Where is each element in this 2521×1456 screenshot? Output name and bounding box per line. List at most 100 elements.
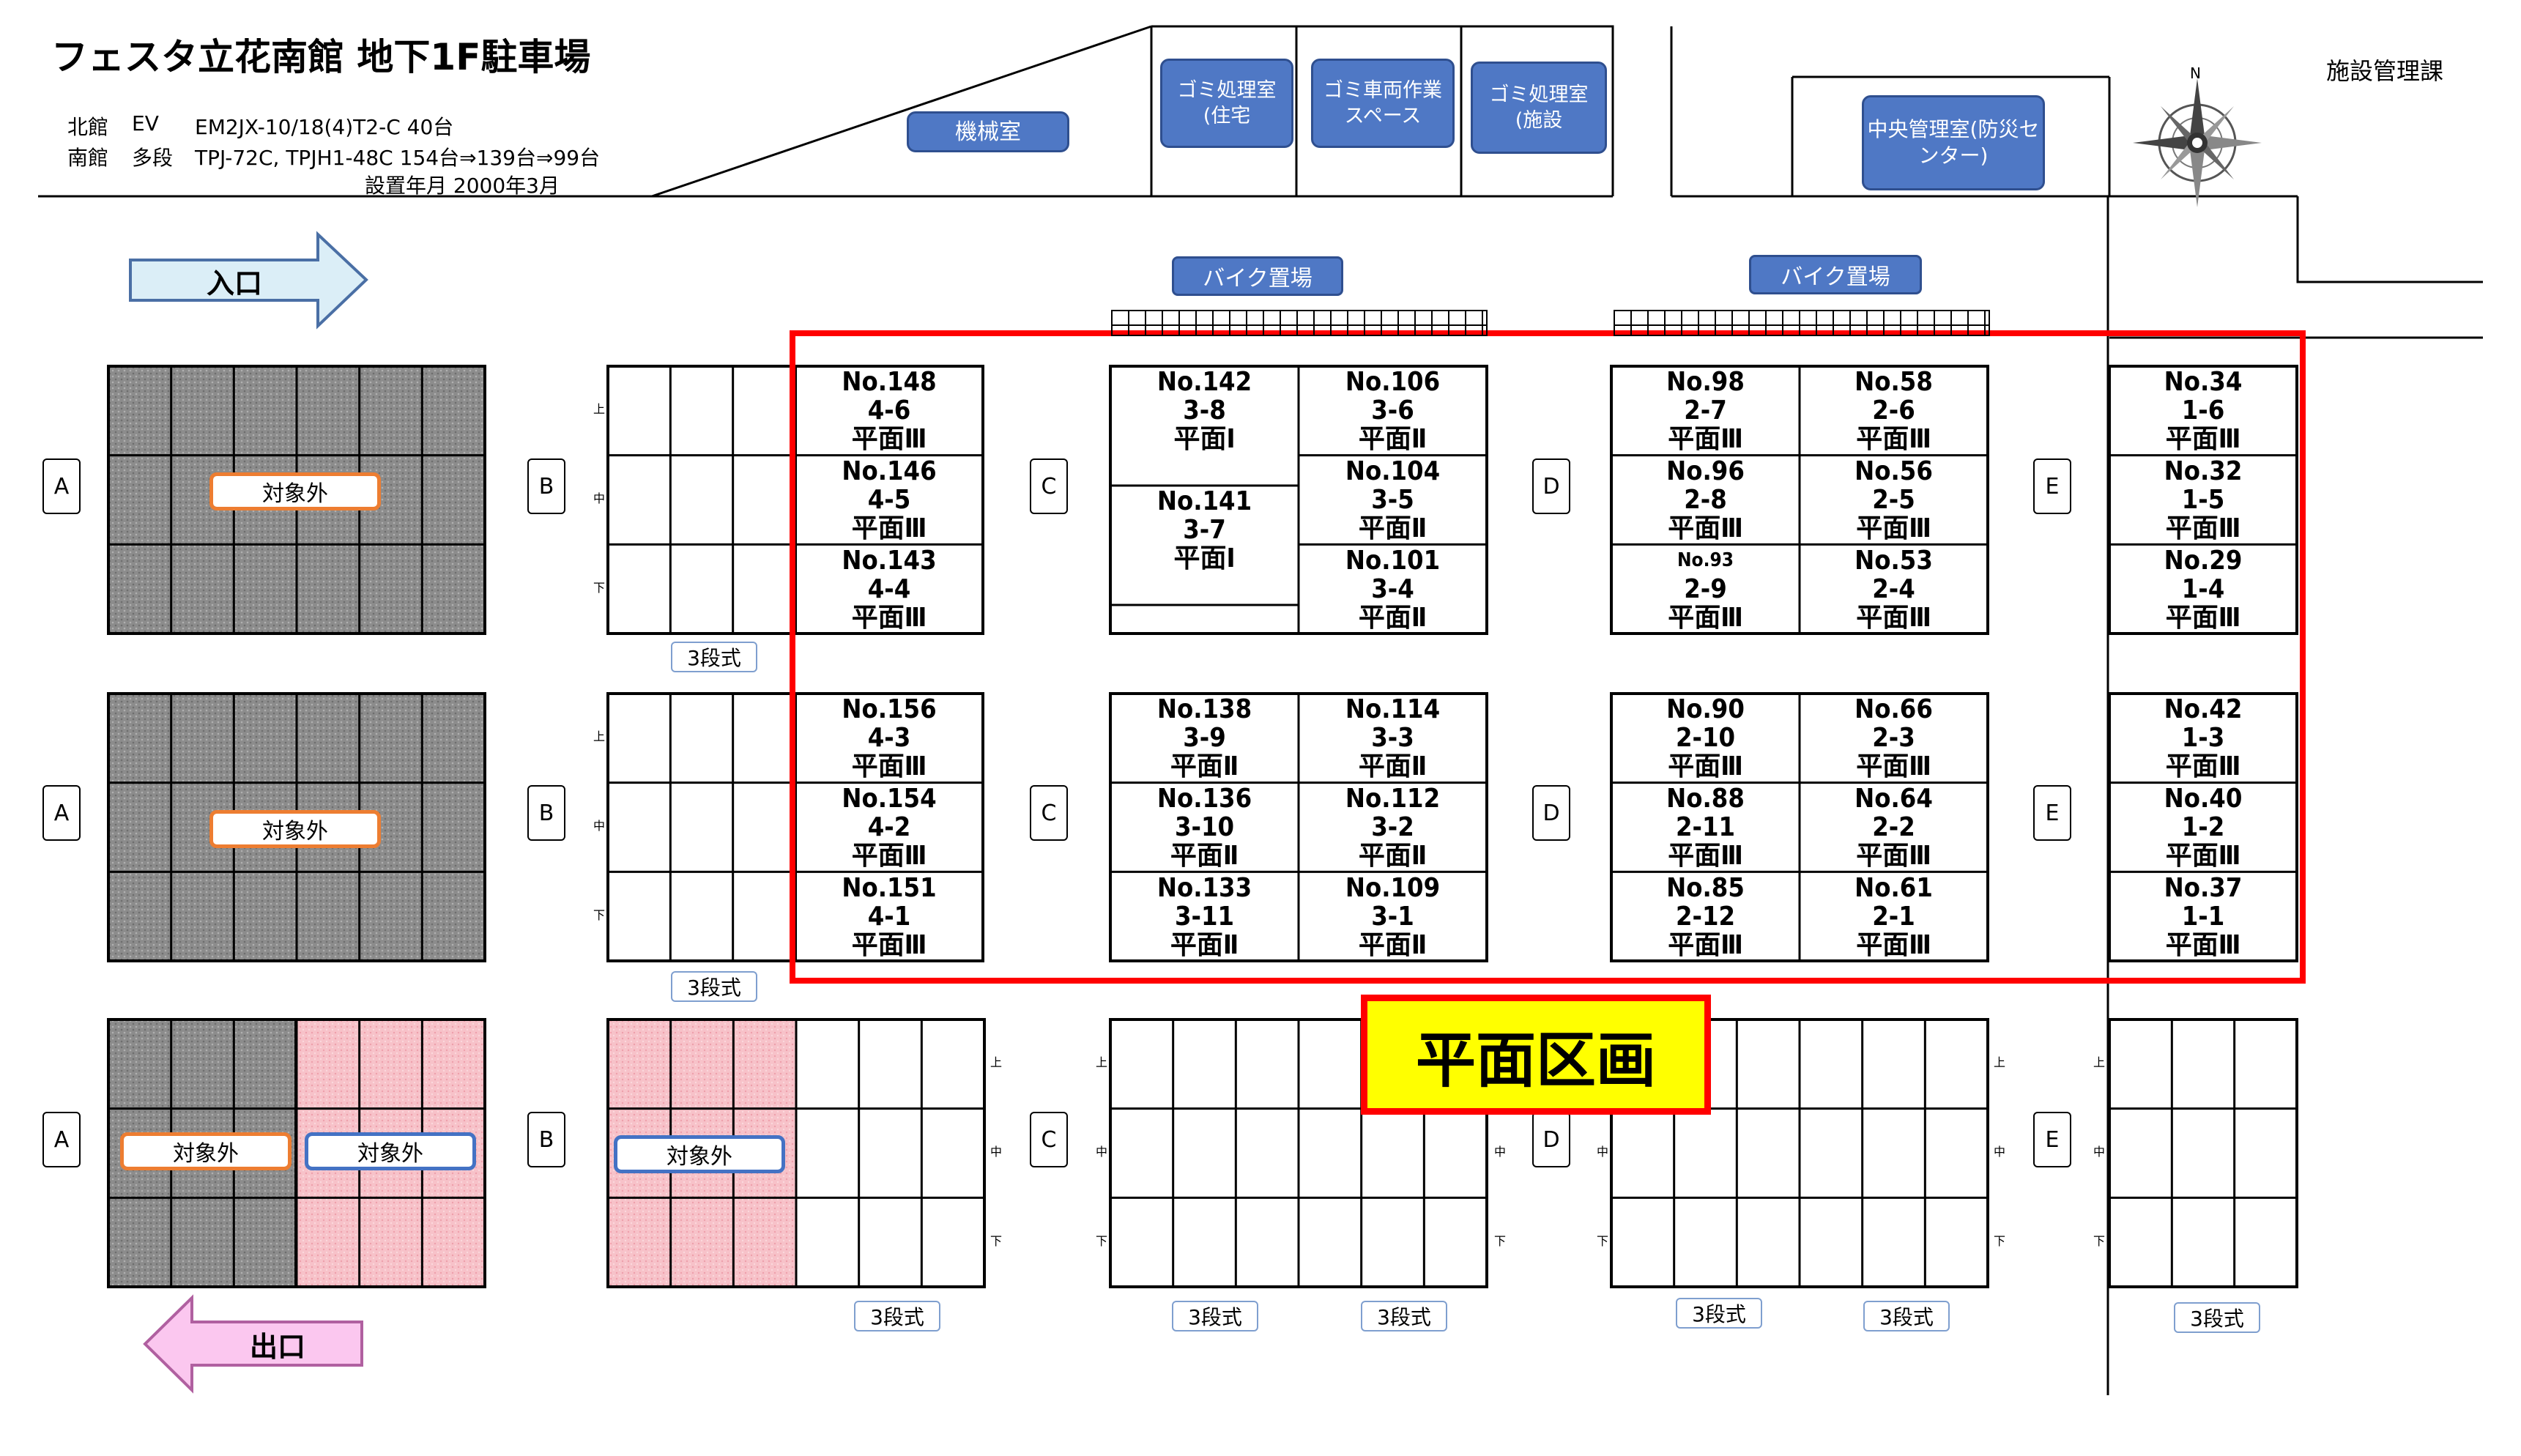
three-tier-tag: 3段式 <box>1676 1298 1762 1329</box>
slot-code: 3-8 <box>1183 395 1226 426</box>
slot-number: No.56 <box>1854 456 1933 486</box>
slot-code: 4-6 <box>867 395 911 426</box>
slot-type: 平面Ⅰ <box>1173 543 1236 573</box>
slot-code: 2-3 <box>1872 723 1915 753</box>
level-marker: 中 <box>990 1145 1003 1159</box>
slot-code: 2-9 <box>1684 574 1727 604</box>
slot-type: 平面Ⅱ <box>1170 930 1239 960</box>
slot-type: 平面Ⅲ <box>2165 841 2241 871</box>
row-label-b: B <box>527 785 565 841</box>
slot-code: 3-1 <box>1371 902 1414 932</box>
slot-number: No.90 <box>1666 694 1745 724</box>
slot-code: 2-2 <box>1872 812 1915 842</box>
south-building-detail: TPJ-72C, TPJH1-48C 154台⇒139台⇒99台 <box>195 146 601 170</box>
slot-type: 平面Ⅲ <box>1856 930 1931 960</box>
exit-label: 出口 <box>249 1330 305 1363</box>
slot-type: 平面Ⅲ <box>851 751 927 781</box>
slot-code: 3-9 <box>1183 723 1226 753</box>
slot-code: 1-6 <box>2181 395 2225 426</box>
slot-number: No.29 <box>2164 546 2243 576</box>
slot-type: 平面Ⅲ <box>2165 424 2241 454</box>
slot-code: 4-3 <box>867 723 911 753</box>
slot-number: No.114 <box>1345 694 1441 724</box>
row-label-e: E <box>2033 1112 2071 1167</box>
slot-code: 3-11 <box>1174 902 1235 932</box>
slot-code: 3-5 <box>1371 485 1414 515</box>
slot-code: 2-11 <box>1675 812 1736 842</box>
slot-number: No.141 <box>1156 486 1252 516</box>
level-marker: 下 <box>593 581 606 595</box>
level-marker: 上 <box>1096 1055 1108 1069</box>
slot-type: 平面Ⅱ <box>1358 930 1427 960</box>
level-marker: 上 <box>2093 1055 2106 1069</box>
slot-code: 1-5 <box>2181 485 2225 515</box>
level-marker: 下 <box>2093 1234 2106 1248</box>
slot-number: No.37 <box>2164 873 2243 903</box>
row-label-a: A <box>42 1112 81 1167</box>
row-label-c: C <box>1030 785 1068 841</box>
slot-number: No.58 <box>1854 367 1933 397</box>
slot-number: No.156 <box>842 694 937 724</box>
slot-number: No.34 <box>2164 367 2243 397</box>
slot-code: 1-4 <box>2181 574 2225 604</box>
slot-type: 平面Ⅲ <box>1856 841 1931 871</box>
slot-code: 4-4 <box>867 574 911 604</box>
slot-type: 平面Ⅲ <box>1856 513 1931 543</box>
slot-code: 2-5 <box>1872 485 1915 515</box>
slot-code: 3-4 <box>1371 574 1414 604</box>
slot-number: No.138 <box>1156 694 1252 724</box>
slot-code: 3-7 <box>1183 515 1226 545</box>
garbage-room-facility: ゴミ処理室(施設 <box>1471 62 1607 154</box>
slot-type: 平面Ⅲ <box>1668 841 1743 871</box>
slot-type: 平面Ⅱ <box>1358 513 1427 543</box>
level-marker: 下 <box>990 1234 1003 1248</box>
central-control-room: 中央管理室(防災センター) <box>1862 95 2045 190</box>
compass-n-label: N <box>2190 64 2201 82</box>
slot-type: 平面Ⅲ <box>851 603 927 633</box>
out-of-scope-tag: 対象外 <box>209 810 381 848</box>
slot-number: No.61 <box>1854 873 1933 903</box>
slot-type: 平面Ⅲ <box>1668 513 1743 543</box>
level-marker: 中 <box>593 819 606 833</box>
slot-number: No.154 <box>842 784 937 814</box>
slot-number: No.136 <box>1156 784 1252 814</box>
slot-number: No.142 <box>1156 367 1252 397</box>
level-marker: 上 <box>593 402 606 416</box>
level-marker: 中 <box>1597 1145 1609 1159</box>
slot-type: 平面Ⅲ <box>2165 751 2241 781</box>
three-tier-tag: 3段式 <box>671 971 757 1002</box>
three-tier-tag: 3段式 <box>2174 1302 2260 1333</box>
slot-type: 平面Ⅱ <box>1358 603 1427 633</box>
level-marker: 下 <box>1597 1234 1609 1248</box>
level-marker: 中 <box>1994 1145 2006 1159</box>
slot-type: 平面Ⅲ <box>2165 930 2241 960</box>
slot-code: 4-2 <box>867 812 911 842</box>
south-building-type: 多段 <box>132 146 174 170</box>
slot-type: 平面Ⅲ <box>1668 424 1743 454</box>
slot-type: 平面Ⅲ <box>851 930 927 960</box>
row-label-a: A <box>42 785 81 841</box>
row-label-d: D <box>1532 458 1570 514</box>
north-building-detail: EM2JX-10/18(4)T2-C 40台 <box>195 115 454 139</box>
slot-number: No.146 <box>842 456 937 486</box>
level-marker: 上 <box>990 1055 1003 1069</box>
slot-number: No.64 <box>1854 784 1933 814</box>
slot-number: No.109 <box>1345 873 1441 903</box>
exit-arrow <box>143 1294 363 1394</box>
